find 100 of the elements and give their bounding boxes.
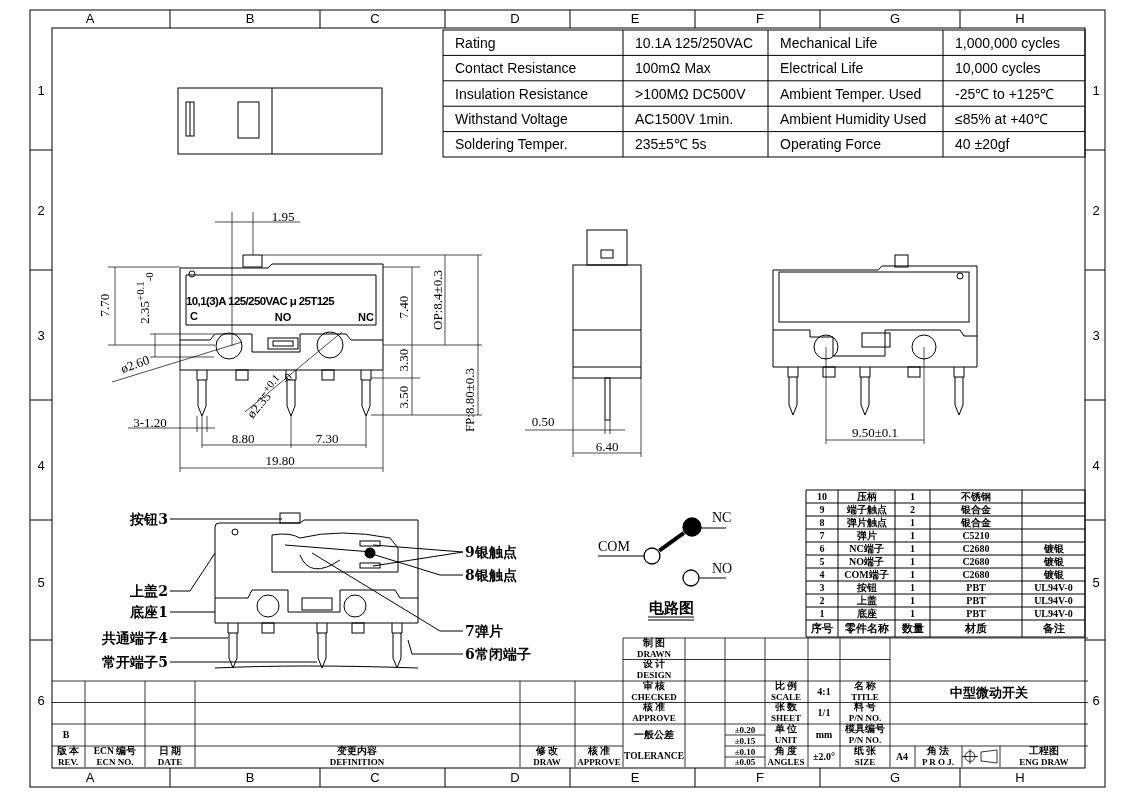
zone-marker: H: [1015, 770, 1025, 784]
callout-label: 上盖2: [130, 584, 168, 598]
parts-list-text: 1: [819, 608, 825, 619]
zone-marker: H: [1015, 11, 1025, 25]
spec-text: -25℃ to +125℃: [955, 86, 1055, 101]
dimension-text: 8.80: [231, 431, 255, 445]
dimension-text: 1.95: [271, 209, 295, 223]
zone-marker: E: [630, 770, 640, 784]
parts-list-text: 压柄: [856, 491, 877, 502]
parts-list-text: 弹片触点: [846, 517, 887, 528]
spec-text: >100MΩ DC500V: [635, 86, 746, 101]
callout-label: 8银触点: [465, 568, 517, 582]
parts-list-text: C2680: [962, 556, 990, 567]
dimension-text: 3-1.20: [133, 415, 167, 429]
dimension-text: 3.30: [396, 348, 410, 372]
spec-text: 10,000 cycles: [955, 61, 1041, 76]
title-block-text: 版 本: [56, 746, 80, 757]
zone-marker: 1: [37, 83, 45, 97]
dimension-text: 19.80: [265, 453, 295, 467]
parts-list-text: 7: [819, 530, 825, 541]
title-block-text: 比 例: [774, 681, 798, 692]
title-block-text: 审 核: [642, 681, 666, 692]
parts-list-text: C2680: [962, 543, 990, 554]
parts-list-text: 数量: [901, 623, 924, 634]
title-block-text: 日 期: [158, 746, 182, 757]
parts-list-text: 银合金: [961, 504, 991, 515]
spec-text: 100mΩ Max: [635, 61, 711, 76]
title-block-text: 4:1: [817, 686, 831, 697]
leader-line: [311, 552, 464, 632]
spec-text: Soldering Temper.: [455, 137, 568, 152]
parts-list-text: 10: [817, 491, 827, 502]
title-block-text: 名 称: [853, 681, 877, 692]
title-block-text: ANGLES: [767, 757, 805, 766]
parts-list-text: C5210: [962, 530, 990, 541]
parts-list-text: 5: [819, 556, 825, 567]
title-block-text: DATE: [157, 757, 183, 766]
zone-marker: F: [756, 770, 764, 784]
parts-list-text: COM端子: [844, 569, 889, 580]
switch-cutaway-drawing: [213, 511, 421, 671]
title-block-text: P/N NO.: [848, 735, 882, 745]
title-block-text: B: [62, 730, 70, 740]
title-block-text: UNIT: [774, 735, 798, 745]
parts-list-text: 8: [819, 517, 825, 528]
title-block-text: ECN NO.: [96, 757, 134, 766]
zone-marker: G: [889, 770, 901, 784]
zone-marker: B: [245, 11, 255, 25]
title-block-text: 制 图: [642, 638, 666, 649]
title-block-text: SCALE: [771, 692, 801, 701]
parts-list-text: 弹片: [856, 530, 877, 541]
title-block-text: P R O J.: [922, 757, 954, 766]
title-block-text: 设 计: [642, 660, 666, 670]
leader-line: [169, 637, 229, 639]
callout-label: 常开端子5: [102, 655, 168, 669]
leader-line: [372, 544, 464, 553]
leader-line: [169, 552, 216, 592]
parts-list-text: NC端子: [849, 543, 884, 554]
title-block-text: 工程图: [1029, 746, 1059, 757]
title-block-text: 模具编号: [845, 725, 885, 735]
callout-label: 共通端子4: [102, 631, 168, 645]
parts-list-text: 材质: [965, 623, 987, 634]
switch-marking: NC: [358, 311, 374, 323]
title-block-text: DRAWN: [637, 649, 671, 658]
callout-label: 底座1: [130, 605, 168, 619]
title-block-text: ±0.05: [734, 757, 756, 767]
title-block-text: ±2.0°: [813, 751, 835, 762]
zone-marker: C: [370, 770, 380, 784]
switch-lever: [658, 531, 686, 553]
zone-marker: E: [630, 11, 640, 25]
spec-text: AC1500V 1min.: [635, 111, 734, 126]
zone-marker: 5: [1092, 575, 1100, 589]
switch-marking: 10,1(3)A 125/250VAC μ 25T125: [186, 296, 335, 308]
terminal-label: COM: [598, 540, 630, 554]
title-block-text: TOLERANCE: [624, 751, 684, 762]
parts-list-text: 1: [910, 543, 915, 554]
parts-list-text: PBT: [966, 595, 986, 606]
switch-marking: C: [190, 310, 198, 322]
zone-marker: 6: [1092, 693, 1100, 707]
parts-list-text: 6: [819, 543, 825, 554]
spec-text: Operating Force: [780, 137, 882, 152]
parts-list-text: 不锈钢: [961, 491, 991, 502]
parts-list-text: 按钮: [856, 582, 877, 593]
title-block-text: ±0.10: [734, 747, 756, 756]
zone-marker: F: [756, 11, 764, 25]
callout-label: 9银触点: [465, 545, 517, 559]
spec-text: Insulation Resistance: [455, 86, 589, 101]
title-block-text: 一般公差: [634, 730, 674, 740]
spec-text: Electrical Life: [780, 61, 864, 76]
title-block-text: 张 数: [774, 703, 798, 713]
spec-text: Ambient Temper. Used: [780, 86, 922, 101]
dimension-text: 9.50±0.1: [851, 425, 899, 439]
zone-marker: D: [510, 770, 520, 784]
title-block-text: ±0.20: [734, 725, 756, 734]
zone-marker: A: [85, 11, 95, 25]
title-block-text: DESIGN: [636, 670, 672, 680]
parts-list-text: 底座: [856, 608, 877, 619]
dimension-text: 7.40: [396, 295, 410, 319]
callout-label: 按钮3: [130, 512, 168, 526]
dimension-text: 6.40: [595, 439, 619, 453]
title-block-text: CHECKED: [631, 692, 677, 701]
parts-list-text: 零件名称: [844, 623, 889, 634]
